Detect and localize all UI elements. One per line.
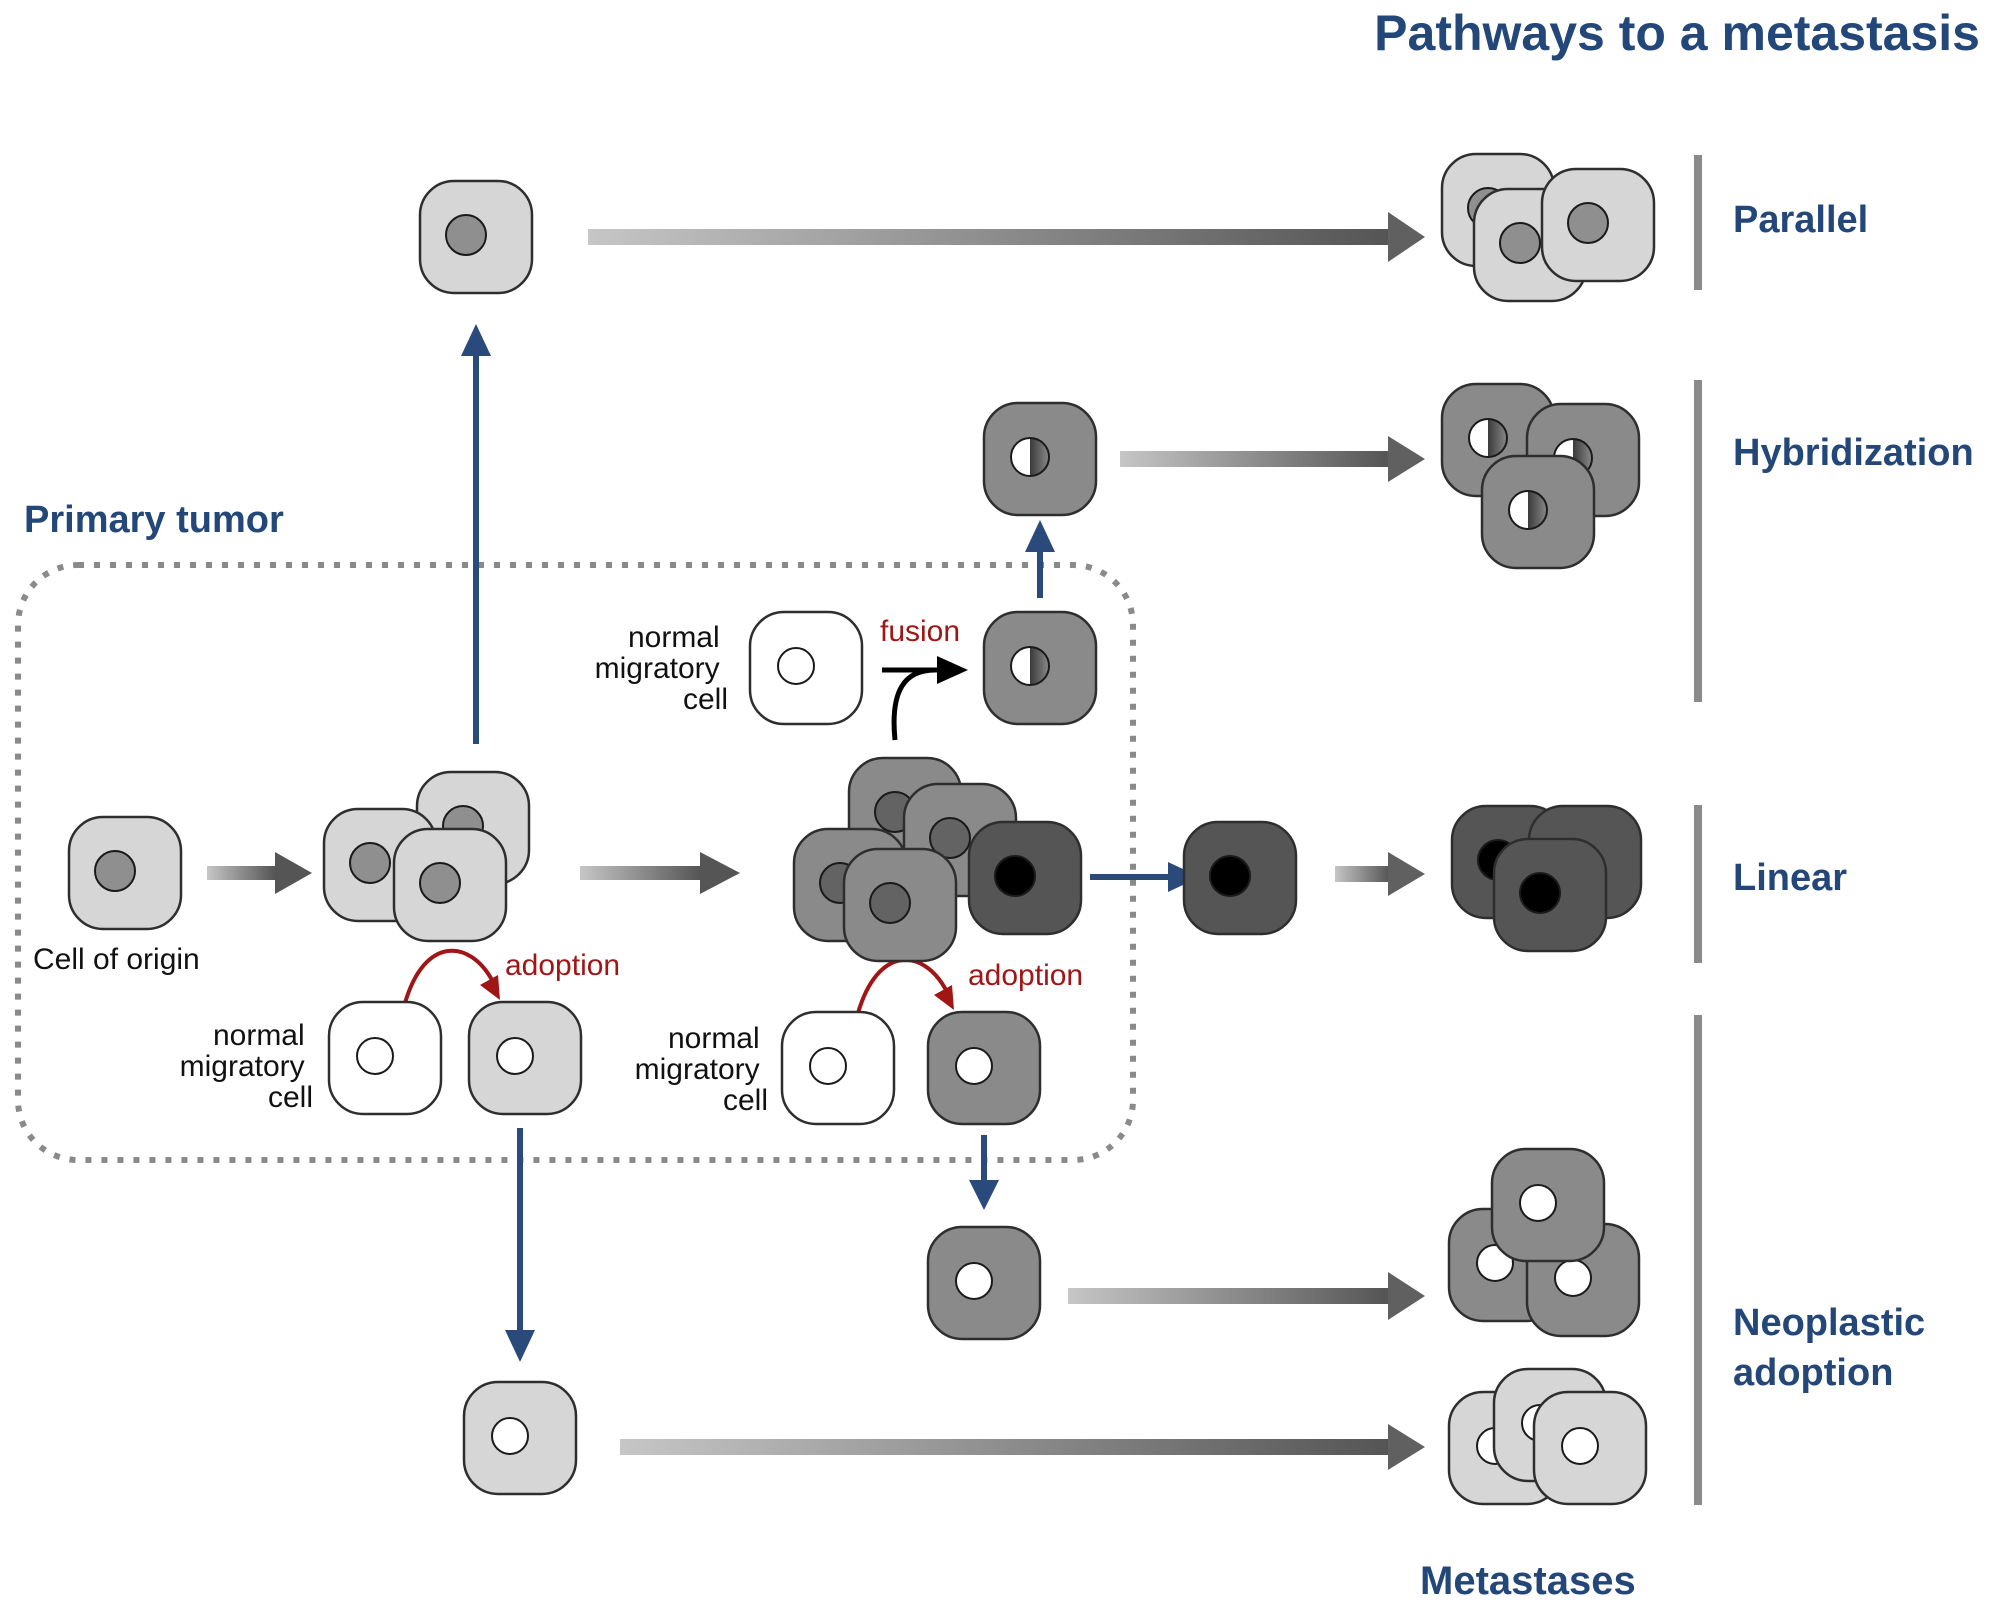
gray-arrow xyxy=(1120,436,1425,482)
cell-nucleus xyxy=(491,1417,529,1455)
cell-nucleus xyxy=(445,214,487,256)
fusion-label: fusion xyxy=(880,615,960,648)
adoption-label: adoption xyxy=(968,959,1083,992)
blue-arrow-up xyxy=(461,324,491,744)
neoplastic-adoption-bar xyxy=(1694,1015,1702,1505)
pathway-label-neoplastic-line1: Neoplastic xyxy=(1733,1302,1925,1344)
parallel-bar xyxy=(1694,155,1702,290)
cell-nucleus xyxy=(1468,418,1508,458)
blue-arrow-down xyxy=(969,1135,999,1210)
pathway-bars xyxy=(1694,155,1702,1505)
normal-migratory-cell-label: normal migratory cell xyxy=(595,621,728,716)
cell-nucleus xyxy=(929,817,971,859)
disseminated-cell xyxy=(418,179,534,295)
linear-bar xyxy=(1694,805,1702,963)
cell-of-origin xyxy=(67,815,183,931)
pathway-label-hybridization: Hybridization xyxy=(1733,432,1974,474)
primary-tumor-boundary xyxy=(15,562,1136,1163)
metastasis-cell xyxy=(1532,1390,1648,1506)
adopted-cell xyxy=(467,1000,583,1116)
disseminated-cell xyxy=(1182,820,1298,936)
cell-nucleus xyxy=(1561,1427,1599,1465)
pathway-label-parallel: Parallel xyxy=(1733,199,1868,241)
aggressive-tumor-cell xyxy=(967,820,1083,936)
adoption-label: adoption xyxy=(505,949,620,982)
cell-nucleus xyxy=(1508,490,1548,530)
cell-nucleus xyxy=(356,1037,394,1075)
normal-migratory-cell xyxy=(780,1010,896,1126)
fusion-arrow xyxy=(882,656,968,741)
pathway-label-neoplastic-line2: adoption xyxy=(1733,1352,1893,1394)
gray-arrow xyxy=(207,852,312,894)
cell-nucleus xyxy=(869,882,911,924)
gray-arrow xyxy=(1335,852,1425,896)
cell-nucleus xyxy=(1554,1259,1592,1297)
normal-migratory-cell xyxy=(748,610,864,726)
pathway-label-neoplastic: Neoplastic adoption xyxy=(1733,1302,1936,1394)
cell-of-origin-label: Cell of origin xyxy=(33,943,200,976)
gray-arrow xyxy=(620,1424,1425,1470)
normal-migratory-cell-label: normal migratory cell xyxy=(180,1019,313,1114)
cell-nucleus xyxy=(994,855,1036,897)
cell-nucleus xyxy=(1010,437,1050,477)
tumor-cell xyxy=(842,847,958,963)
cell-nucleus xyxy=(1519,872,1561,914)
cell-nucleus xyxy=(1519,1184,1557,1222)
metastasis-cell xyxy=(1492,837,1608,953)
blue-arrow-up xyxy=(1025,520,1055,598)
metastasis-cell xyxy=(1540,167,1656,283)
blue-arrow-down xyxy=(505,1128,535,1362)
tumor-cell xyxy=(392,827,508,943)
gray-arrows-group xyxy=(207,212,1425,1470)
cell-nucleus xyxy=(419,862,461,904)
diagram-title: Pathways to a metastasis xyxy=(1374,5,1980,61)
adoption-arrow xyxy=(403,948,500,1004)
hybrid-cell xyxy=(982,401,1098,517)
cell-nucleus xyxy=(1209,855,1251,897)
disseminated-cell xyxy=(926,1225,1042,1341)
pathway-label-linear: Linear xyxy=(1733,857,1847,899)
adopted-cell xyxy=(926,1010,1042,1126)
metastasis-cell xyxy=(1480,454,1596,570)
cells-layer xyxy=(67,152,1656,1506)
blue-arrows-group xyxy=(461,324,1200,1362)
cell-nucleus xyxy=(496,1037,534,1075)
cell-nucleus xyxy=(955,1047,993,1085)
cell-nucleus xyxy=(955,1262,993,1300)
cell-nucleus xyxy=(809,1047,847,1085)
gray-arrow xyxy=(1068,1272,1425,1320)
normal-migratory-cell-label: normal migratory cell xyxy=(635,1022,768,1117)
gray-arrow xyxy=(580,852,740,894)
cell-nucleus xyxy=(349,842,391,884)
cell-nucleus xyxy=(94,850,136,892)
cell-nucleus xyxy=(1010,646,1050,686)
cell-nucleus xyxy=(1567,202,1609,244)
metastases-label: Metastases xyxy=(1420,1559,1636,1603)
disseminated-cell xyxy=(462,1380,578,1496)
gray-arrow xyxy=(588,212,1425,262)
cell-nucleus xyxy=(777,647,815,685)
cell-nucleus xyxy=(1499,222,1541,264)
primary-tumor-label: Primary tumor xyxy=(24,499,284,541)
adoption-arrow xyxy=(856,957,954,1014)
hybridization-bar xyxy=(1694,380,1702,702)
metastasis-cell xyxy=(1490,1147,1606,1263)
normal-migratory-cell xyxy=(327,1000,443,1116)
hybrid-cell xyxy=(982,610,1098,726)
